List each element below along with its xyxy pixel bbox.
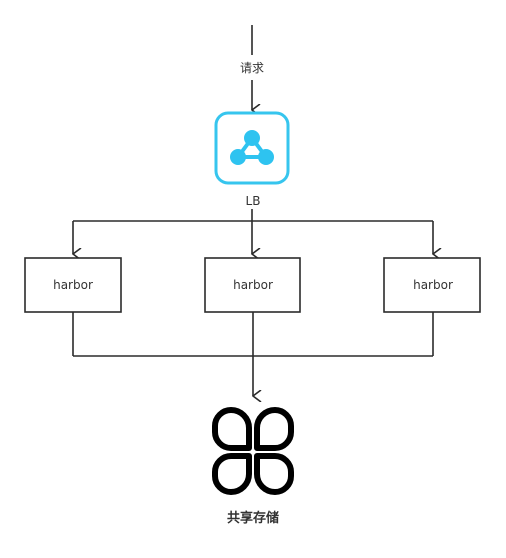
network-share-icon <box>230 130 274 165</box>
harbor-node-2[interactable]: harbor <box>204 257 301 313</box>
harbor-node-1[interactable]: harbor <box>24 257 122 313</box>
request-label: 请求 <box>240 61 264 75</box>
request-edge: 请求 <box>240 25 264 110</box>
lb-label: LB <box>246 194 261 208</box>
harbor-node-3[interactable]: harbor <box>383 257 481 313</box>
lb-to-harbor-edges <box>72 209 433 254</box>
harbor-label-2: harbor <box>233 278 273 292</box>
harbor-label-1: harbor <box>53 278 93 292</box>
harbor-label-3: harbor <box>413 278 453 292</box>
harbor-to-storage-edges <box>72 312 434 396</box>
storage-label: 共享存储 <box>227 510 279 526</box>
shared-storage-icon <box>212 407 294 495</box>
lb-node[interactable] <box>214 111 290 185</box>
